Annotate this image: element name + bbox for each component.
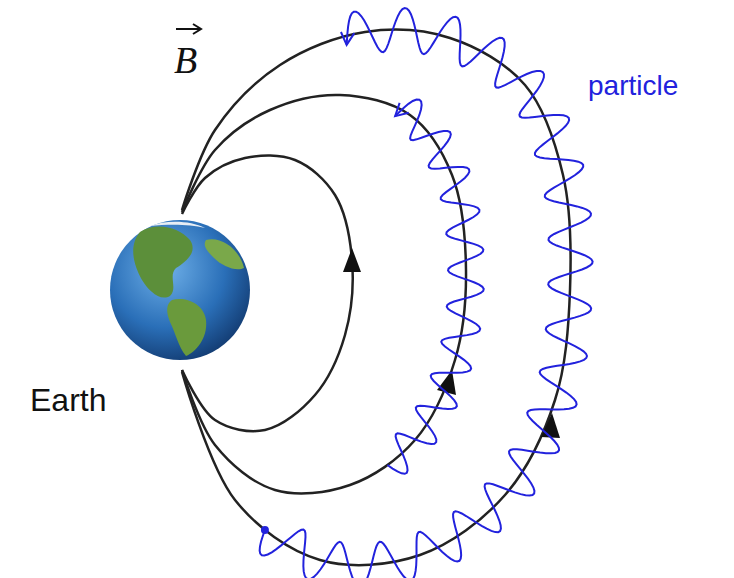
particle-paths (260, 8, 593, 578)
particle-trajectory (387, 100, 483, 474)
earth-continent (133, 226, 192, 297)
particle-start-dot (261, 526, 269, 534)
field-lines (182, 30, 571, 565)
field-line (182, 30, 571, 565)
vector-arrow-shaft (176, 28, 200, 30)
earth-globe (110, 220, 250, 360)
vector-arrow-head (193, 24, 201, 34)
earth-label: Earth (30, 382, 106, 419)
field-symbol: B (174, 38, 197, 82)
particle-label: particle (588, 70, 678, 102)
field-line (182, 156, 353, 432)
field-arrowhead (541, 413, 560, 438)
field-line (182, 95, 466, 494)
vector-arrow (176, 24, 201, 34)
earth-continent (205, 239, 244, 269)
particle-arrowhead (395, 103, 409, 116)
particle-arrowhead (341, 32, 354, 45)
earth-ocean (110, 220, 250, 360)
particle-trajectory (260, 8, 593, 578)
earth-continent (167, 299, 206, 356)
field-arrowhead (343, 248, 361, 272)
earth-cloud (150, 222, 205, 228)
